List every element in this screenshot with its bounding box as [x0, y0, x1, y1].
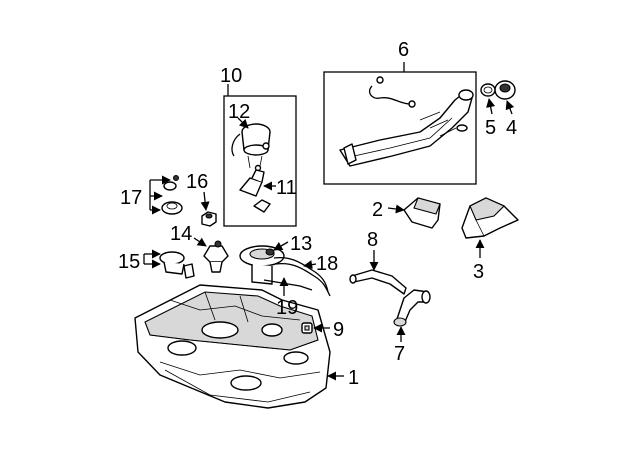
pump-bracket-part-11[interactable] — [239, 169, 271, 213]
callout-15: 15 — [118, 251, 140, 273]
callout-3: 3 — [473, 261, 484, 283]
fuel-pump-part-12[interactable] — [231, 123, 271, 172]
gasket-part-5[interactable] — [480, 83, 496, 97]
callout-14: 14 — [170, 223, 192, 245]
callout-6: 6 — [398, 39, 409, 61]
callout-9: 9 — [333, 319, 344, 341]
callout-11: 11 — [276, 177, 297, 199]
fuel-tank-part-1[interactable] — [134, 284, 331, 409]
callout-8: 8 — [367, 229, 378, 251]
drain-plug-part-9[interactable] — [301, 322, 313, 334]
vent-valve-part-14[interactable] — [203, 240, 229, 273]
filler-hose-part-7[interactable] — [393, 289, 431, 327]
callout-1: 1 — [348, 367, 359, 389]
callout-17: 17 — [120, 187, 142, 209]
fuel-pump-box — [223, 95, 297, 227]
callout-5: 5 — [485, 117, 496, 139]
callout-19: 19 — [276, 297, 298, 319]
protector-part-3[interactable] — [461, 197, 519, 239]
sender-unit-part-13[interactable] — [239, 245, 285, 285]
filler-neck-part-6[interactable] — [339, 76, 474, 167]
callout-15-bracket — [143, 249, 161, 269]
callout-16: 16 — [186, 171, 208, 193]
breather-hose-part-8[interactable] — [349, 269, 407, 295]
callout-13: 13 — [290, 233, 312, 255]
grommet-part-17[interactable] — [161, 175, 183, 215]
filler-neck-box — [323, 71, 477, 185]
fuel-tube-part-18[interactable] — [263, 256, 331, 297]
cut-valve-part-15[interactable] — [159, 251, 195, 279]
callout-12: 12 — [228, 101, 250, 123]
callout-10: 10 — [220, 65, 242, 87]
callout-17-bracket — [149, 175, 171, 215]
callout-7: 7 — [394, 343, 405, 365]
heat-shield-part-2[interactable] — [403, 197, 441, 229]
callout-18: 18 — [316, 253, 338, 275]
fuel-cap-part-4[interactable] — [494, 80, 516, 100]
callout-4: 4 — [506, 117, 517, 139]
callout-2: 2 — [372, 199, 383, 221]
vent-cap-part-16[interactable] — [201, 211, 217, 227]
